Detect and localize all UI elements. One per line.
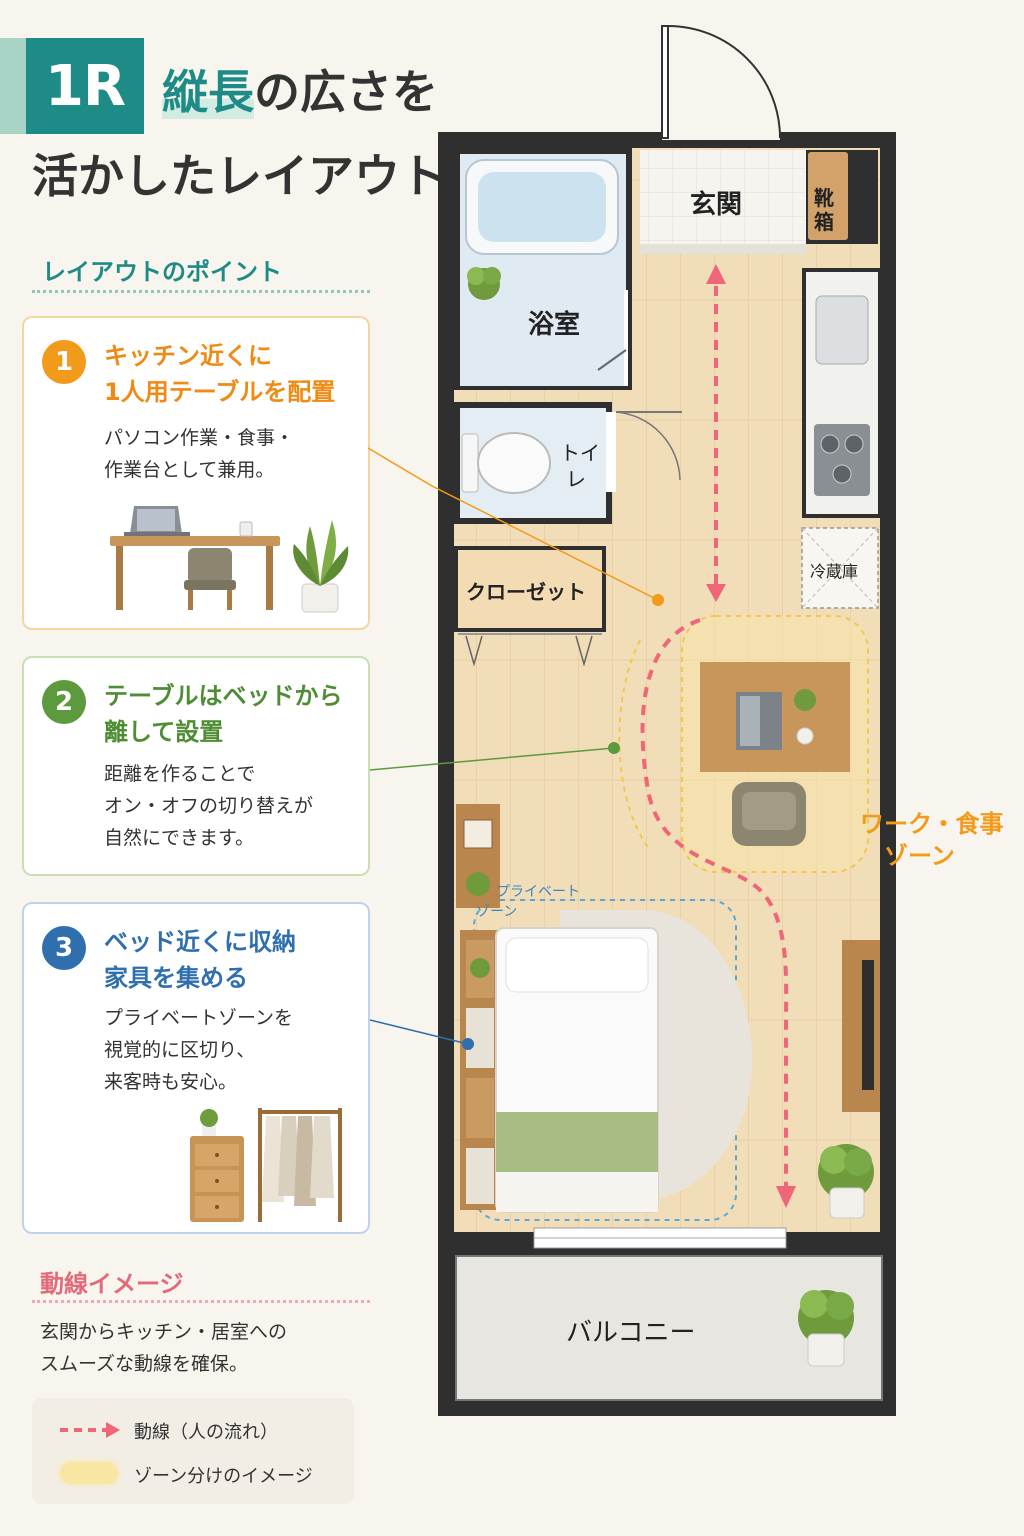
- tv-stand: [842, 940, 880, 1112]
- shoe-box: [808, 152, 848, 240]
- plant-icon: [306, 526, 320, 586]
- point-title-2: テーブルはベッドから 離して設置: [104, 682, 343, 746]
- pillow: [505, 937, 649, 993]
- point-card-2: 2 テーブルはベッドから 離して設置 距離を作ることで オン・オフの切り替えが …: [22, 656, 370, 876]
- leader-line-2: [369, 747, 615, 771]
- entrance-door[interactable]: [661, 25, 669, 139]
- tv-icon: [862, 960, 874, 1090]
- title-highlight: 縦長: [162, 65, 254, 119]
- points-heading: レイアウトのポイント: [42, 258, 282, 286]
- point-card-3: 3 ベッド近くに収納 家具を集める プライベートゾーンを 視覚的に区切り、 来客…: [22, 902, 370, 1234]
- point-number-1: 1: [42, 340, 86, 384]
- legend-box: 動線（人の流れ） ゾーン分けのイメージ: [32, 1398, 354, 1504]
- flow-path-room: [640, 618, 789, 1190]
- legend-flow-label: 動線（人の流れ）: [134, 1422, 278, 1443]
- balcony-label: バルコニー: [566, 1318, 696, 1348]
- page-title-line2: 活かしたレイアウト: [32, 149, 446, 203]
- flow-arrow-swatch: [60, 1422, 120, 1438]
- work-zone-label: ワーク・食事 ゾーン: [860, 810, 1004, 870]
- title-rest: の広さを: [254, 65, 438, 119]
- zone-swatch: [60, 1462, 118, 1484]
- flow-divider: [32, 1300, 370, 1303]
- pot-icon: [807, 1333, 845, 1367]
- point-text-2: 距離を作ることで オン・オフの切り替えが 自然にできます。: [104, 763, 314, 849]
- desk-leg: [266, 546, 273, 610]
- cup-icon: [239, 521, 253, 537]
- entrance-floor: [640, 150, 806, 246]
- legend-zone-label: ゾーン分けのイメージ: [134, 1466, 313, 1487]
- closet-door[interactable]: [575, 635, 593, 667]
- flow-arrowhead: [776, 1186, 796, 1208]
- toilet-icon: [477, 432, 551, 494]
- plant-icon: [466, 872, 490, 896]
- point-card-1: 1 キッチン近くに 1人用テーブルを配置 パソコン作業・食事・ 作業台として兼用…: [22, 316, 370, 630]
- pot-icon: [829, 1187, 865, 1219]
- closet: [458, 550, 602, 628]
- points-divider: [32, 290, 370, 293]
- picture-frame-icon: [463, 819, 493, 849]
- flow-description: 玄関からキッチン・居室への スムーズな動線を確保。: [40, 1321, 288, 1375]
- leader-line-3: [369, 1019, 469, 1045]
- bed-blanket: [496, 1112, 658, 1172]
- storage-illustration: [190, 1108, 342, 1222]
- private-zone-label: プライベート ゾーン: [476, 884, 580, 920]
- point-text-3: プライベートゾーンを 視覚的に区切り、 来客時も安心。: [104, 1007, 294, 1093]
- plant-icon: [200, 1109, 218, 1127]
- plant-icon: [794, 689, 816, 711]
- point-title-1: キッチン近くに 1人用テーブルを配置: [104, 342, 336, 406]
- desk-illustration: [110, 506, 349, 613]
- pot-icon: [301, 583, 339, 613]
- point-text-1: パソコン作業・食事・ 作業台として兼用。: [104, 427, 295, 481]
- closet-door[interactable]: [465, 635, 483, 667]
- shoe-box-label: 靴 箱: [814, 186, 834, 234]
- stove-icon: [814, 424, 870, 496]
- bathroom-label: 浴室: [528, 310, 581, 340]
- flow-arrowhead: [706, 264, 726, 284]
- clothing-rack-icon: [258, 1108, 262, 1222]
- fridge-label: 冷蔵庫: [810, 562, 859, 581]
- room-type-badge: 1R: [26, 38, 144, 134]
- cup-icon: [796, 727, 814, 745]
- desk-top: [110, 536, 280, 546]
- point-number-2: 2: [42, 680, 86, 724]
- door-swing-arc: [667, 25, 781, 139]
- page-title-line1: 縦長の広さを: [162, 56, 438, 122]
- flow-arrowhead: [706, 584, 726, 602]
- closet-label: クローゼット: [466, 580, 586, 604]
- bathroom-door[interactable]: [597, 349, 627, 371]
- desk-leg: [116, 546, 123, 610]
- toilet-label: トイ レ: [560, 441, 600, 491]
- point-title-3: ベッド近くに収納 家具を集める: [104, 928, 296, 992]
- leader-line-1: [367, 447, 659, 601]
- toilet-door-arc: [615, 411, 681, 481]
- point-number-3: 3: [42, 926, 86, 970]
- flow-heading: 動線イメージ: [40, 1270, 184, 1298]
- chair-icon: [188, 548, 232, 584]
- sink-icon: [815, 295, 869, 365]
- entrance-label: 玄関: [690, 190, 743, 220]
